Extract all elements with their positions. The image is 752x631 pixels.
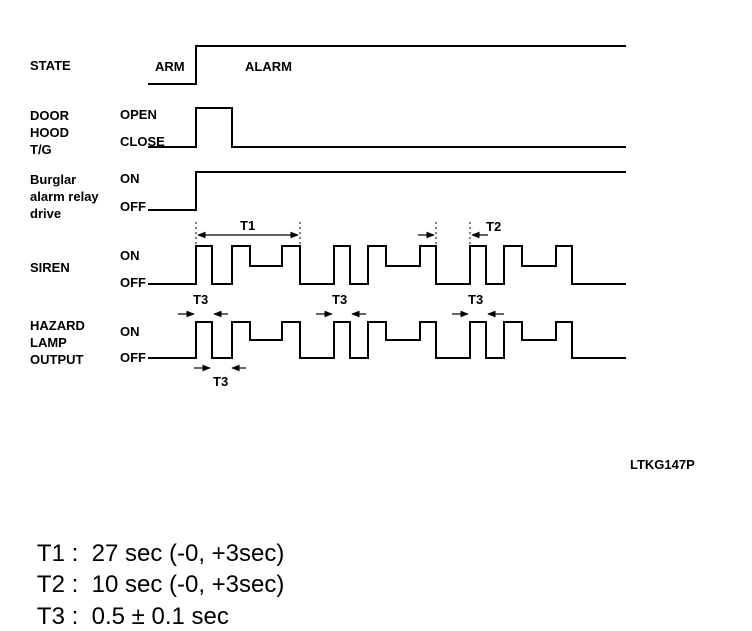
state-alarm-label: ALARM bbox=[245, 59, 292, 74]
hazard-off-label: OFF bbox=[120, 350, 146, 365]
spec-t1-sep: : bbox=[71, 540, 79, 567]
spec-t1-name: T1 bbox=[36, 540, 65, 567]
spec-t3: T3 : 0.5 ± 0.1 sec bbox=[24, 575, 229, 631]
door-close-label: CLOSE bbox=[120, 134, 165, 149]
relay-waveform bbox=[148, 171, 626, 211]
siren-off-label: OFF bbox=[120, 275, 146, 290]
relay-label-3: drive bbox=[30, 206, 61, 221]
relay-off-label: OFF bbox=[120, 199, 146, 214]
state-arm-label: ARM bbox=[155, 59, 185, 74]
t1-label: T1 bbox=[240, 218, 255, 233]
spec-t3-sep: : bbox=[71, 603, 79, 630]
t3-label-3: T3 bbox=[468, 292, 483, 307]
spec-t1: T1 : 27 sec (-0, +3sec) bbox=[24, 512, 284, 568]
spec-t1-value: 27 sec (-0, +3sec) bbox=[91, 540, 285, 567]
spec-t2: T2 : 10 sec (-0, +3sec) bbox=[24, 543, 284, 599]
door-open-label: OPEN bbox=[120, 107, 157, 122]
hazard-on-label: ON bbox=[120, 324, 140, 339]
lamp-label: LAMP bbox=[30, 335, 67, 350]
spec-t2-value: 10 sec (-0, +3sec) bbox=[91, 571, 285, 598]
relay-label-1: Burglar bbox=[30, 172, 76, 187]
hood-label: HOOD bbox=[30, 125, 69, 140]
spec-t3-name: T3 bbox=[36, 603, 65, 630]
relay-label-2: alarm relay bbox=[30, 189, 99, 204]
t3-label-4: T3 bbox=[213, 374, 228, 389]
siren-on-label: ON bbox=[120, 248, 140, 263]
state-waveform bbox=[148, 45, 626, 85]
hazard-waveform bbox=[148, 321, 626, 359]
figure-code: LTKG147P bbox=[630, 457, 695, 472]
spec-t2-sep: : bbox=[71, 571, 79, 598]
siren-label: SIREN bbox=[30, 260, 70, 275]
door-label: DOOR bbox=[30, 108, 70, 123]
spec-t3-value: 0.5 ± 0.1 sec bbox=[91, 603, 229, 630]
t3-label-2: T3 bbox=[332, 292, 347, 307]
t2-label: T2 bbox=[486, 219, 501, 234]
siren-waveform bbox=[148, 245, 626, 285]
tg-label: T/G bbox=[30, 142, 52, 157]
output-label: OUTPUT bbox=[30, 352, 84, 367]
t3-label-1: T3 bbox=[193, 292, 208, 307]
hazard-label: HAZARD bbox=[30, 318, 85, 333]
relay-on-label: ON bbox=[120, 171, 140, 186]
state-label: STATE bbox=[30, 58, 71, 73]
spec-t2-name: T2 bbox=[36, 571, 65, 598]
door-waveform bbox=[148, 107, 626, 148]
